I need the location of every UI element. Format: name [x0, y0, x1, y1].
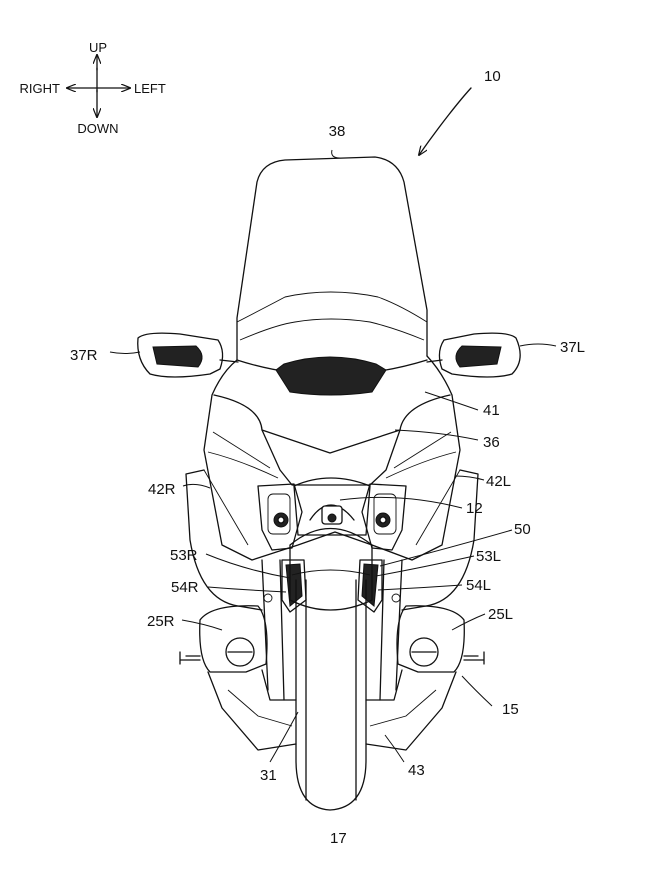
ref-label-54L: 54L: [466, 577, 491, 594]
ref-label-10: 10: [484, 68, 501, 85]
ref-label-31: 31: [260, 767, 277, 784]
direction-up-label: UP: [89, 40, 107, 55]
ref-label-17: 17: [330, 830, 347, 847]
front-wheel: [295, 579, 367, 811]
ref-label-53L: 53L: [476, 548, 501, 565]
ref-label-15: 15: [502, 701, 519, 718]
direction-right-label: RIGHT: [20, 81, 61, 96]
ref-label-36: 36: [483, 434, 500, 451]
front-cowl: [203, 355, 461, 561]
ref-label-42R: 42R: [148, 481, 176, 498]
windscreen: [236, 156, 428, 361]
ref-label-37L: 37L: [560, 339, 585, 356]
direction-left-label: LEFT: [134, 81, 166, 96]
mirror-right: [137, 332, 239, 378]
side-fairing-left: [401, 469, 479, 611]
ref-label-43: 43: [408, 762, 425, 779]
ref-label-38: 38: [329, 123, 346, 140]
mirror-left: [426, 332, 521, 378]
side-fairing-right: [185, 469, 263, 611]
ref-label-54R: 54R: [171, 579, 199, 596]
ref-label-37R: 37R: [70, 347, 98, 364]
leader-lines: [109, 149, 557, 763]
ref-label-12: 12: [466, 500, 483, 517]
ref-label-53R: 53R: [170, 547, 198, 564]
duct-right: [281, 559, 307, 613]
headlight-unit-right: [257, 483, 303, 551]
ref-label-25L: 25L: [488, 606, 513, 623]
front-fender: [289, 527, 373, 611]
direction-down-label: DOWN: [77, 121, 118, 136]
under-cover: [207, 669, 457, 751]
headlight-unit-left: [361, 483, 407, 551]
fog-lamp-left: [396, 605, 485, 673]
ref-label-25R: 25R: [147, 613, 175, 630]
ref-label-41: 41: [483, 402, 500, 419]
front-fork: [261, 559, 403, 701]
center-cover: [293, 477, 371, 536]
vehicle-reference-arrow: [419, 87, 472, 155]
fog-lamp-right: [179, 605, 268, 673]
direction-compass: UP DOWN RIGHT LEFT: [20, 40, 166, 136]
ref-label-50: 50: [514, 521, 531, 538]
ref-label-42L: 42L: [486, 473, 511, 490]
